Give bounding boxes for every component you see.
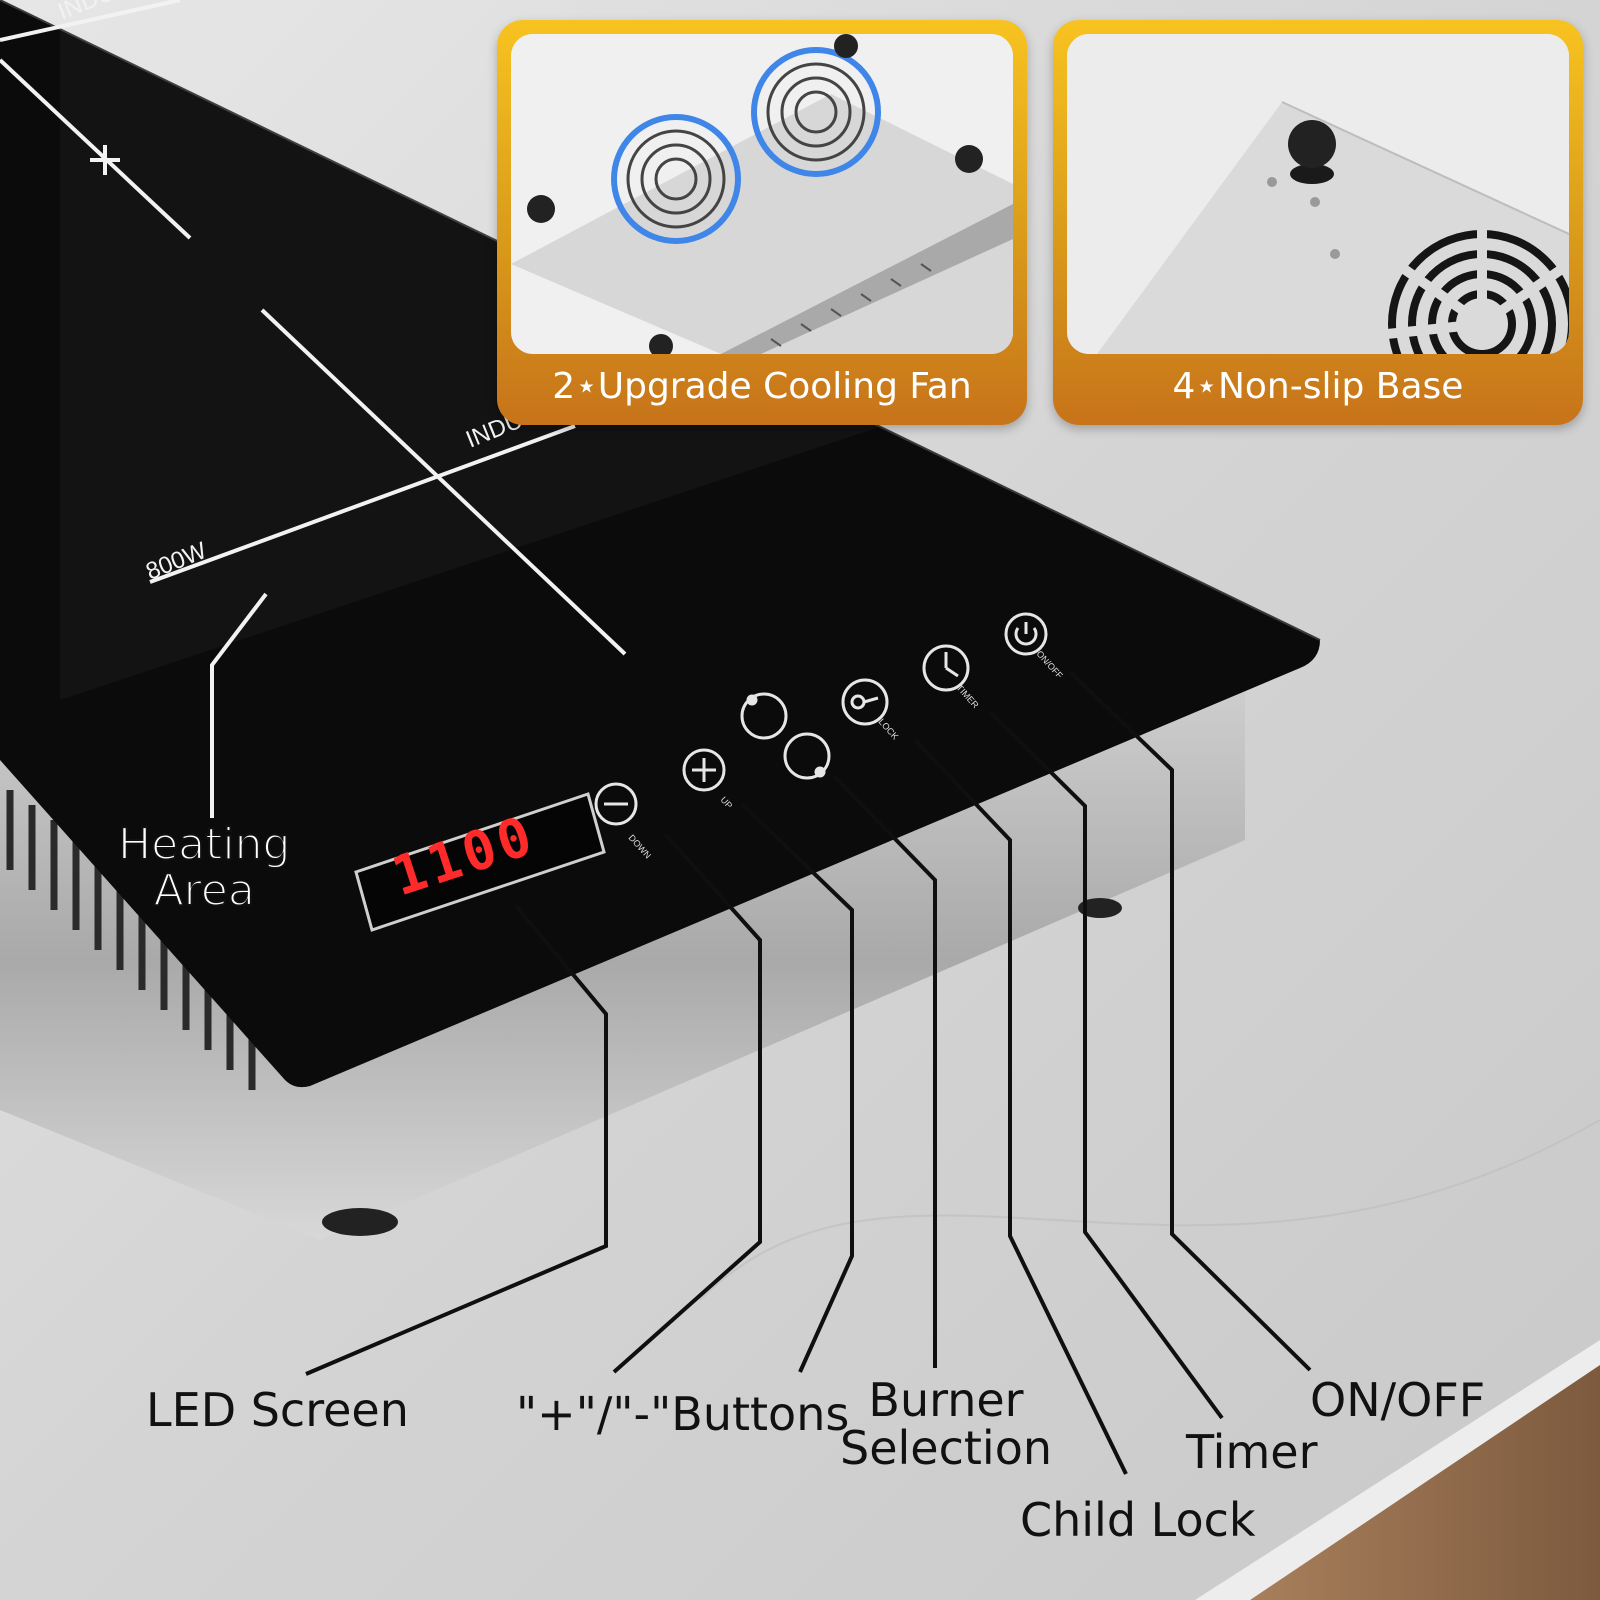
cooling-fan-image xyxy=(511,34,1013,354)
onoff-leader xyxy=(1068,670,1312,1372)
non-slip-base-card: 4⋆Non-slip Base xyxy=(1053,20,1583,425)
minus-button[interactable] xyxy=(594,782,638,826)
leader-lines xyxy=(210,592,1312,1475)
timer-label-callout: Timer xyxy=(1186,1425,1318,1479)
child-lock-label: Child Lock xyxy=(1020,1493,1256,1547)
timer-leader xyxy=(988,710,1224,1420)
heating-area-markings xyxy=(0,0,627,656)
burner-selection-leader xyxy=(832,774,937,1368)
heating-area-leader xyxy=(210,592,268,818)
power-button[interactable] xyxy=(1004,612,1048,656)
timer-button[interactable] xyxy=(922,644,970,692)
burner-selection-label: Burner Selection xyxy=(840,1373,1052,1476)
plus-minus-leader-2 xyxy=(740,802,854,1373)
child-lock-button[interactable] xyxy=(841,678,889,726)
cooling-fan-card: 2⋆Upgrade Cooling Fan xyxy=(497,20,1027,425)
cooling-fan-caption: 2⋆Upgrade Cooling Fan xyxy=(552,366,972,407)
led-screen-leader xyxy=(305,904,608,1376)
onoff-label-callout: ON/OFF xyxy=(1310,1373,1486,1427)
plus-button[interactable] xyxy=(682,748,726,792)
rubber-foot-icon xyxy=(1288,120,1336,184)
led-screen-label: LED Screen xyxy=(146,1383,409,1437)
touch-controls xyxy=(594,612,1048,826)
heating-area-label: Heating Area xyxy=(117,819,291,917)
glass-cooktop xyxy=(0,0,1320,1088)
non-slip-base-image xyxy=(1067,34,1569,354)
plus-minus-leader-1 xyxy=(612,832,762,1374)
fan-icon xyxy=(611,47,881,244)
burner-selection-top-button[interactable] xyxy=(740,692,788,740)
plus-minus-buttons-label: "+"/"-"Buttons xyxy=(516,1387,850,1441)
non-slip-base-caption: 4⋆Non-slip Base xyxy=(1172,366,1464,407)
burner-selection-bottom-button[interactable] xyxy=(783,732,831,780)
child-lock-leader xyxy=(913,738,1128,1475)
